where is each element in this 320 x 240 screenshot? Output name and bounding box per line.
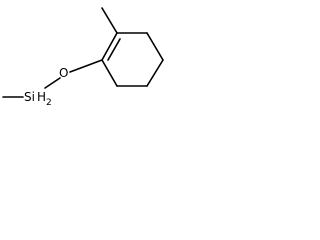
bond-methyl-c2 bbox=[101, 7, 118, 34]
bond-c1-c2 bbox=[101, 32, 118, 61]
silicon-label: Si bbox=[24, 90, 35, 104]
oxygen-label: O bbox=[59, 66, 68, 80]
chemical-structure-diagram: O Si H 2 bbox=[2, 7, 164, 108]
bond-oxygen-silicon bbox=[44, 77, 61, 89]
bond-c1-oxygen bbox=[69, 59, 103, 73]
bond-c1-c2-double bbox=[107, 38, 121, 61]
bond-c6-c1 bbox=[101, 59, 118, 87]
silicon-hydrogen-label: H bbox=[37, 90, 46, 104]
bond-c4-c5 bbox=[146, 59, 164, 87]
silicon-hydrogen-count: 2 bbox=[46, 98, 52, 108]
bond-c3-c4 bbox=[146, 32, 164, 61]
